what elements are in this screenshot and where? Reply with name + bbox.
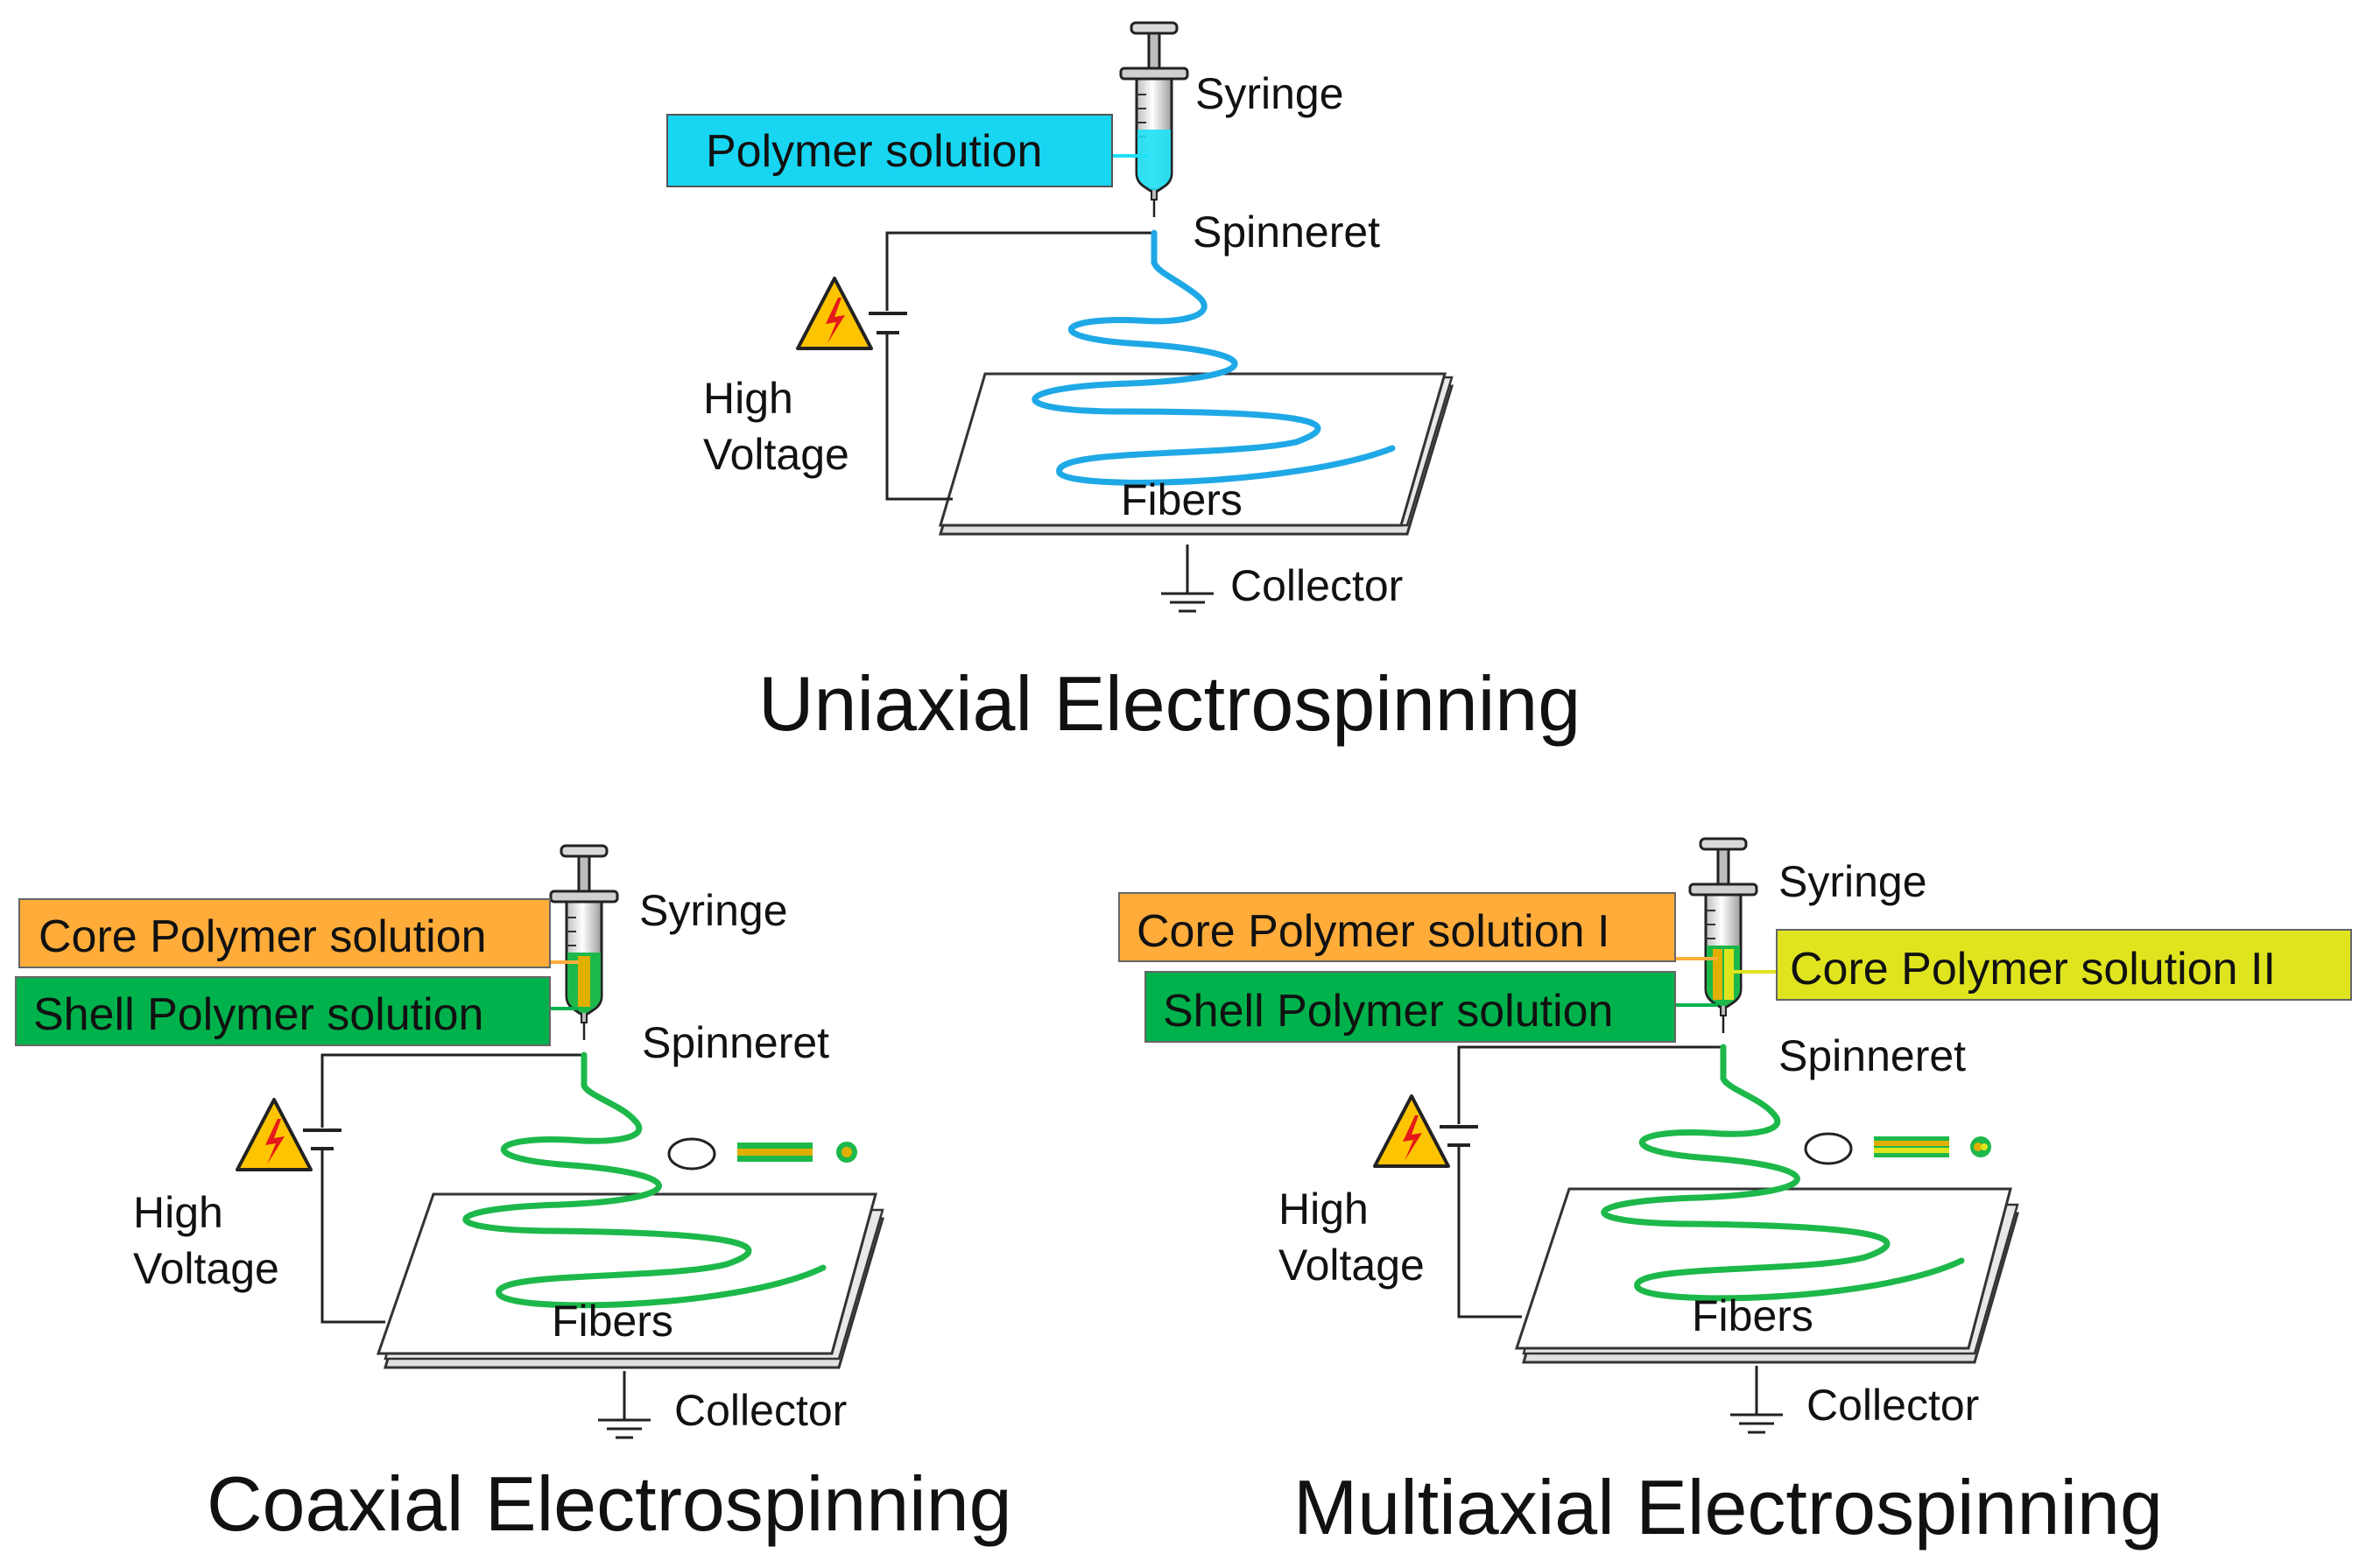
- uniaxial-panel: Syringe Spinneret High Voltage Fibers Co…: [666, 21, 1581, 747]
- circuit-wire-lower: [320, 1150, 385, 1324]
- circuit-wire-lower: [1457, 1147, 1522, 1318]
- syringe-label: Syringe: [1195, 69, 1344, 118]
- circuit-wire: [885, 231, 1154, 311]
- multiaxial-panel: Syringe Spinneret High Voltage Fibers Co…: [1118, 837, 2352, 1550]
- collector-label: Collector: [1230, 561, 1403, 610]
- fibers-label: Fibers: [1121, 475, 1243, 524]
- spinneret-label: Spinneret: [1193, 207, 1380, 257]
- coaxial-panel: Syringe Spinneret High Voltage Fibers Co…: [15, 844, 1012, 1547]
- spinneret-label: Spinneret: [1778, 1031, 1966, 1080]
- high-voltage-warning-icon: [1373, 1094, 1450, 1168]
- dc-source-icon: [869, 312, 907, 334]
- high-voltage-warning-icon: [236, 1098, 313, 1171]
- core-polymer-label: Core Polymer solution: [39, 911, 487, 962]
- fiber-magnifier: [1804, 1132, 1853, 1165]
- voltage-label-line1: High: [703, 374, 793, 423]
- fiber-magnifier: [667, 1137, 716, 1171]
- multiaxial-title: Multiaxial Electrospinning: [1293, 1464, 2163, 1550]
- syringe-label: Syringe: [1778, 857, 1927, 906]
- core-polymer-box: Core Polymer solution: [18, 898, 551, 968]
- fibers-label: Fibers: [1692, 1291, 1813, 1340]
- fiber-cross-section-side: [737, 1143, 813, 1162]
- fibers-label: Fibers: [552, 1297, 673, 1346]
- dc-source-icon: [303, 1129, 342, 1150]
- circuit-wire-lower: [885, 334, 953, 501]
- ground-symbol-icon: [596, 1369, 652, 1439]
- core-polymer-2-box: Core Polymer solution II: [1776, 929, 2352, 1001]
- shell-polymer-label: Shell Polymer solution: [33, 989, 483, 1040]
- polymer-solution-label: Polymer solution: [706, 126, 1042, 177]
- shell-polymer-box: Shell Polymer solution: [1144, 971, 1676, 1043]
- voltage-label-line2: Voltage: [133, 1244, 279, 1293]
- voltage-label-line2: Voltage: [1278, 1241, 1425, 1290]
- syringe-label: Syringe: [639, 886, 788, 935]
- shell-polymer-box: Shell Polymer solution: [15, 976, 551, 1046]
- shell-polymer-label: Shell Polymer solution: [1163, 986, 1613, 1037]
- high-voltage-warning-icon: [796, 277, 873, 350]
- collector-label: Collector: [674, 1386, 847, 1435]
- fiber-cross-section-end: [1970, 1136, 1991, 1157]
- fiber-cross-section-side: [1874, 1136, 1949, 1157]
- polymer-solution-box: Polymer solution: [666, 114, 1113, 187]
- syringe-icon: [549, 844, 619, 1042]
- spinneret-label: Spinneret: [642, 1018, 829, 1067]
- ground-symbol-icon: [1729, 1364, 1785, 1434]
- fiber-jet: [1032, 229, 1396, 486]
- core-polymer-1-label: Core Polymer solution I: [1137, 906, 1609, 957]
- circuit-wire: [1457, 1045, 1723, 1124]
- fiber-cross-section-end: [836, 1142, 857, 1163]
- collector-label: Collector: [1806, 1381, 1979, 1430]
- voltage-label-line2: Voltage: [703, 430, 849, 479]
- uniaxial-title: Uniaxial Electrospinning: [758, 660, 1581, 747]
- coaxial-title: Coaxial Electrospinning: [207, 1460, 1012, 1547]
- fiber-jet: [462, 1051, 827, 1309]
- fiber-jet: [1601, 1044, 1965, 1302]
- ground-symbol-icon: [1159, 543, 1215, 613]
- voltage-label-line1: High: [1278, 1185, 1369, 1234]
- syringe-icon: [1688, 837, 1758, 1035]
- syringe-icon: [1119, 21, 1189, 219]
- core-polymer-1-box: Core Polymer solution I: [1118, 892, 1676, 962]
- core-polymer-2-label: Core Polymer solution II: [1790, 944, 2276, 995]
- voltage-label-line1: High: [133, 1188, 223, 1237]
- circuit-wire: [320, 1053, 584, 1128]
- dc-source-icon: [1440, 1125, 1478, 1147]
